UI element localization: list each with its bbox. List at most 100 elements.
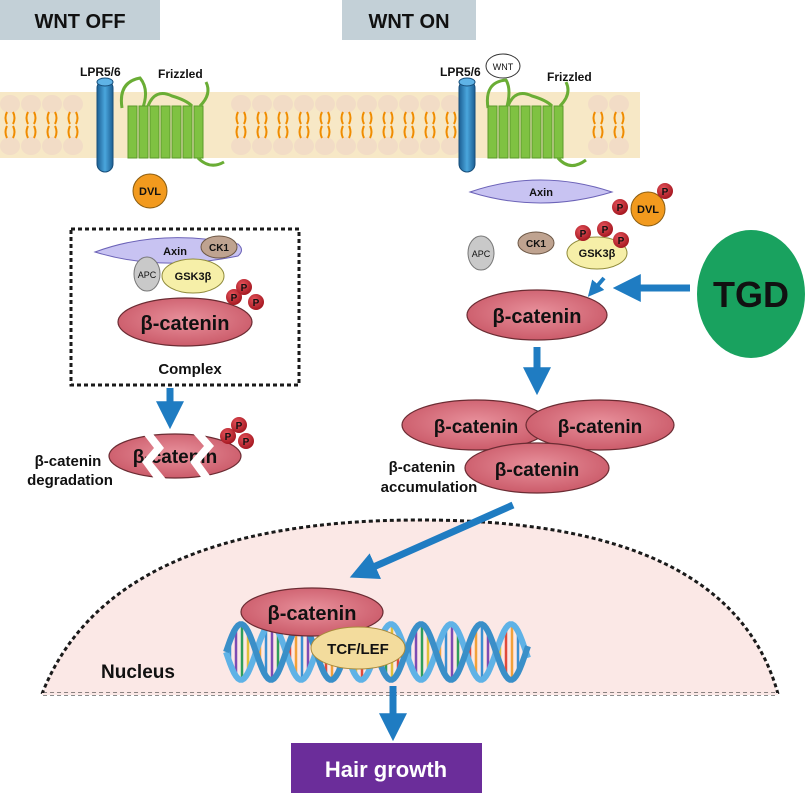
tgd-compound: TGD (697, 230, 805, 358)
lipid-head (588, 137, 608, 155)
lipid-tail (445, 111, 457, 139)
svg-text:P: P (618, 236, 625, 247)
off-frizzled (119, 76, 225, 167)
off-frizzled-label: Frizzled (158, 67, 203, 81)
wnt-on-title: WNT ON (342, 0, 476, 40)
on-receptor-lpr (458, 77, 476, 173)
lipid-tail (592, 111, 604, 139)
svg-text:TCF/LEF: TCF/LEF (327, 641, 389, 658)
svg-text:WNT: WNT (493, 62, 514, 72)
off-ck1: CK1 (200, 235, 238, 259)
lipid-head (273, 95, 293, 113)
degradation-label-line1: β-catenin (35, 453, 102, 470)
lipid-head (609, 137, 629, 155)
svg-text:DVL: DVL (139, 186, 161, 198)
on-dvl: DVL (630, 191, 666, 227)
svg-text:P: P (241, 283, 248, 294)
hair-growth-box: Hair growth (291, 743, 482, 793)
lipid-head (231, 95, 251, 113)
accumulated-beta-catenin-1: β-catenin (401, 399, 551, 451)
on-axin: Axin (468, 179, 614, 204)
accumulated-beta-catenin-2: β-catenin (525, 399, 675, 451)
on-frizzled (485, 78, 587, 167)
lipid-head (399, 137, 419, 155)
degraded-phospho-cluster: P P P (220, 417, 254, 449)
lipid-tail (382, 111, 394, 139)
nucleus-label: Nucleus (101, 662, 175, 683)
svg-text:β-catenin: β-catenin (434, 417, 518, 438)
lipid-head (336, 137, 356, 155)
lipid-head (441, 95, 461, 113)
lipid-tail (46, 111, 58, 139)
svg-text:P: P (602, 225, 609, 236)
tcf-lef: TCF/LEF (310, 626, 406, 670)
lipid-head (420, 137, 440, 155)
lipid-tail (613, 111, 625, 139)
arrow-to-nucleus (349, 501, 515, 579)
svg-text:β-catenin: β-catenin (141, 313, 230, 335)
lipid-tail (4, 111, 16, 139)
lipid-head (294, 137, 314, 155)
lipid-tail (424, 111, 436, 139)
lipid-head (378, 137, 398, 155)
off-receptor-lpr (96, 77, 114, 173)
degradation-label-line2: degradation (27, 472, 113, 489)
wnt-on-title-text: WNT ON (368, 11, 449, 33)
svg-text:CK1: CK1 (526, 239, 546, 250)
lipid-tail (298, 111, 310, 139)
on-gsk3b-phospho: P P P (575, 221, 629, 248)
lipid-head (357, 95, 377, 113)
svg-text:TGD: TGD (713, 274, 789, 315)
svg-text:Axin: Axin (529, 187, 553, 199)
svg-text:β-catenin: β-catenin (493, 306, 582, 328)
svg-text:GSK3β: GSK3β (175, 271, 212, 283)
svg-text:GSK3β: GSK3β (579, 248, 616, 260)
lipid-tail (319, 111, 331, 139)
svg-text:P: P (225, 432, 232, 443)
wnt-ligand: WNT (485, 53, 521, 79)
lipid-tail (361, 111, 373, 139)
lipid-head (399, 95, 419, 113)
complex-label: Complex (158, 361, 222, 378)
svg-text:P: P (236, 421, 243, 432)
lipid-head (0, 95, 20, 113)
lipid-tail (25, 111, 37, 139)
lipid-tail (235, 111, 247, 139)
on-gsk3b: GSK3β (566, 236, 628, 270)
lipid-head (63, 137, 83, 155)
off-beta-catenin: β-catenin (117, 297, 253, 347)
on-receptor-label: LPR5/6 (440, 65, 481, 79)
svg-text:β-catenin: β-catenin (495, 460, 579, 481)
svg-text:Axin: Axin (163, 246, 187, 258)
lipid-head (294, 95, 314, 113)
svg-text:β-catenin: β-catenin (268, 603, 357, 625)
accumulation-label-line1: β-catenin (389, 459, 456, 476)
on-frizzled-label: Frizzled (547, 70, 592, 84)
off-gsk3b: GSK3β (161, 258, 225, 294)
lipid-head (273, 137, 293, 155)
lipid-head (315, 95, 335, 113)
svg-text:P: P (243, 437, 250, 448)
off-phospho-cluster: P P P (226, 279, 264, 310)
lipid-head (609, 95, 629, 113)
lipid-head (420, 95, 440, 113)
lipid-head (42, 137, 62, 155)
degraded-beta-catenin: β-catenin (108, 430, 242, 484)
lipid-head (231, 137, 251, 155)
lipid-bilayer (0, 95, 629, 155)
nuclear-beta-catenin: β-catenin (240, 587, 384, 637)
lipid-tail (340, 111, 352, 139)
svg-text:P: P (253, 298, 260, 309)
accumulation-label-line2: accumulation (381, 479, 478, 496)
lipid-tail (67, 111, 79, 139)
lipid-tail (277, 111, 289, 139)
lipid-head (252, 137, 272, 155)
lipid-head (63, 95, 83, 113)
off-receptor-label: LPR5/6 (80, 65, 121, 79)
lipid-head (336, 95, 356, 113)
destruction-complex-box (69, 227, 301, 387)
lipid-head (315, 137, 335, 155)
lipid-tail (403, 111, 415, 139)
accumulated-beta-catenin-3: β-catenin (464, 442, 610, 494)
